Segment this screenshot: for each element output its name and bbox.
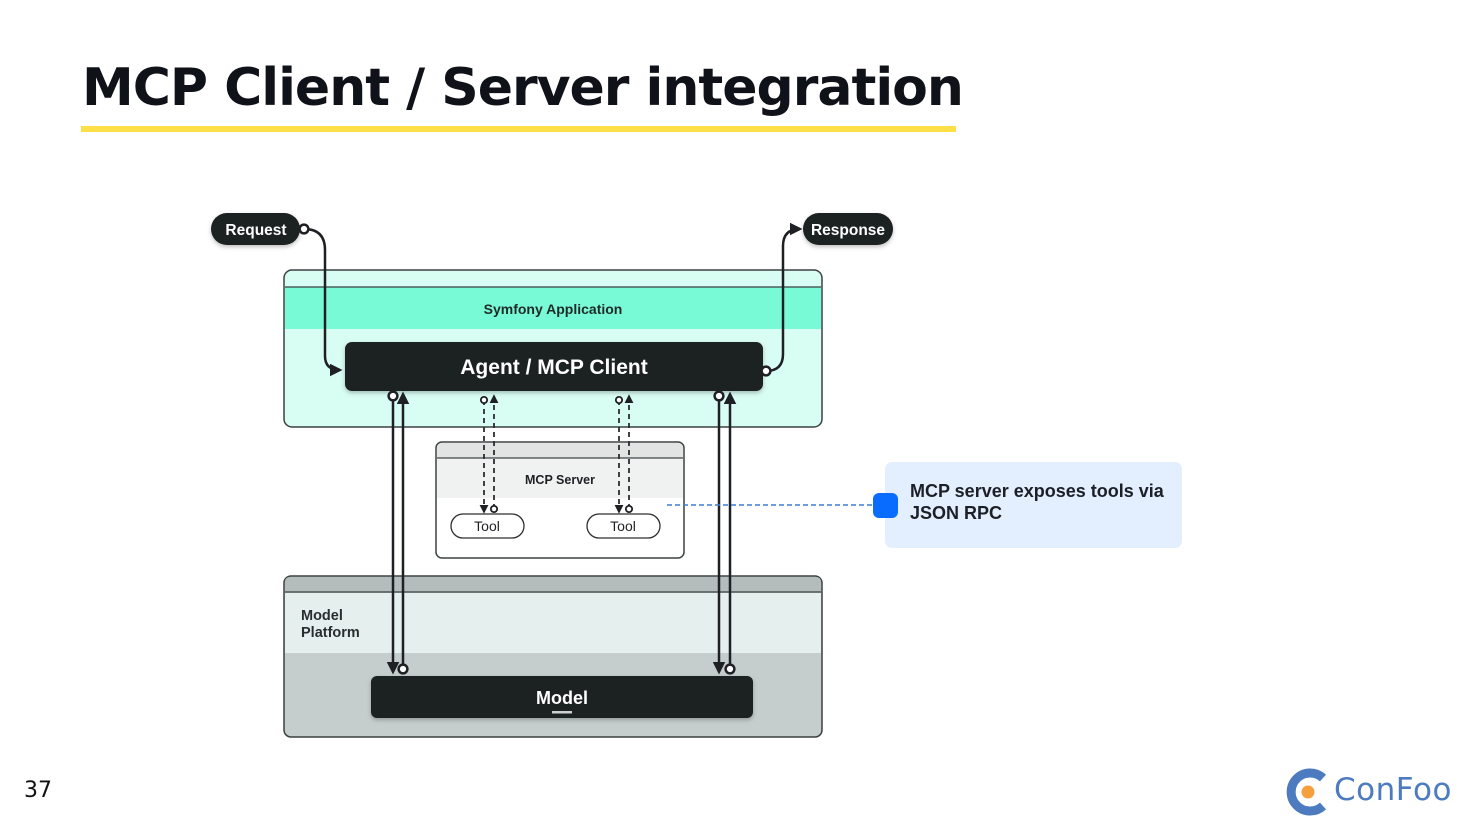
callout-box: MCP server exposes tools via JSON RPC <box>885 462 1182 548</box>
confoo-logo: ConFoo <box>1286 766 1456 818</box>
model-node: Model <box>371 676 753 718</box>
model-platform-label-line1: Model <box>301 608 343 624</box>
request-label: Request <box>225 222 286 239</box>
symfony-header-band <box>285 287 821 329</box>
tool-node: Tool <box>586 513 661 539</box>
confoo-logo-icon <box>1286 768 1327 816</box>
agent-mcp-client-label: Agent / MCP Client <box>460 356 647 379</box>
slide-title: MCP Client / Server integration <box>82 58 964 118</box>
response-label: Response <box>811 222 885 239</box>
request-to-agent-connector <box>298 223 343 377</box>
tool-label: Tool <box>474 518 500 534</box>
request-node: Request <box>211 213 300 245</box>
mcp-server-label: MCP Server <box>525 473 595 487</box>
tool-node: Tool <box>450 513 525 539</box>
tool-label: Tool <box>610 518 636 534</box>
confoo-logo-text: ConFoo <box>1334 772 1452 808</box>
model-platform-label-line2: Platform <box>301 625 360 641</box>
symfony-application-label: Symfony Application <box>484 301 623 317</box>
mcp-server-container: MCP Server Tool Tool <box>435 441 685 559</box>
response-node: Response <box>803 213 893 245</box>
title-underline <box>81 126 956 132</box>
model-underline-mark <box>552 711 572 714</box>
agent-to-response-connector <box>760 222 803 377</box>
callout-marker-icon <box>873 493 898 518</box>
agent-mcp-client-node: Agent / MCP Client <box>345 342 763 391</box>
page-number: 37 <box>24 778 52 803</box>
callout-text: MCP server exposes tools via JSON RPC <box>910 481 1164 523</box>
model-label: Model <box>536 688 588 708</box>
